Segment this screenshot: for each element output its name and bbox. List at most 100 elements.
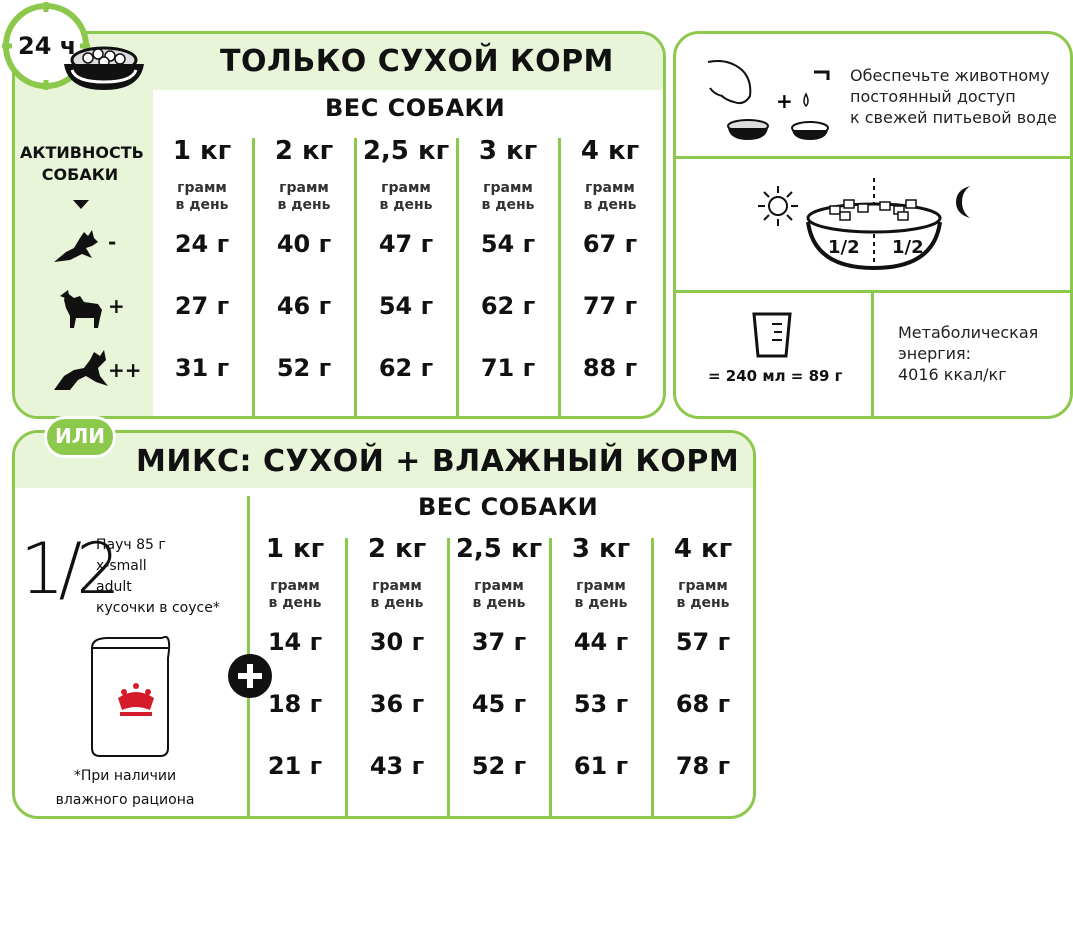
unit-line1: грамм	[474, 578, 524, 594]
mix-weight-3: 2,5 кг	[455, 534, 543, 564]
unit-line1: грамм	[372, 578, 422, 594]
dry-weight-4: 3 кг	[478, 136, 538, 166]
pouch-text-line: adult	[96, 579, 132, 595]
footnote: *При наличии влажного рациона	[30, 764, 220, 812]
dry-col-divider	[252, 138, 255, 418]
unit-line2: в день	[268, 595, 322, 611]
unit-line2: в день	[379, 197, 433, 213]
cup-text: = 240 мл = 89 г	[708, 367, 843, 385]
half-right: 1/2	[892, 237, 924, 258]
activity-level-high: ++	[108, 358, 142, 382]
pouch-icon	[88, 628, 184, 762]
dry-weight-5: 4 кг	[580, 136, 640, 166]
mix-header-bg	[15, 433, 753, 488]
activity-label: АКТИВНОСТЬ СОБАКИ	[20, 142, 144, 186]
water-text-line: к свежей питьевой воде	[850, 108, 1057, 127]
dry-cell: 88 г	[582, 354, 638, 382]
unit-line2: в день	[175, 197, 229, 213]
dog-running-icon	[50, 346, 108, 396]
dry-col-divider	[558, 138, 561, 418]
dry-cell: 54 г	[480, 230, 536, 258]
dry-col-divider	[456, 138, 459, 418]
mix-weight-2: 2 кг	[367, 534, 427, 564]
mix-col-divider	[651, 538, 654, 818]
dry-cell: 46 г	[276, 292, 332, 320]
mix-cell: 36 г	[369, 690, 425, 718]
footnote-line: *При наличии	[73, 768, 177, 784]
info-divider	[676, 156, 1070, 159]
mix-weight-5: 4 кг	[673, 534, 733, 564]
mix-cell: 18 г	[267, 690, 323, 718]
dog-lying-icon	[52, 228, 104, 268]
dry-cell: 40 г	[276, 230, 332, 258]
dry-cell: 47 г	[378, 230, 434, 258]
dry-title: ТОЛЬКО СУХОЙ КОРМ	[220, 44, 614, 79]
mix-cell: 52 г	[471, 752, 527, 780]
dog-drinking-icon: +	[704, 56, 844, 150]
activity-label-line2: СОБАКИ	[41, 165, 119, 184]
dry-cell: 71 г	[480, 354, 536, 382]
mix-cell: 53 г	[573, 690, 629, 718]
unit-line1: грамм	[279, 180, 329, 196]
mix-cell: 44 г	[573, 628, 629, 656]
pouch-text: Пауч 85 г x-small adult кусочки в соусе*	[96, 535, 220, 619]
unit-line1: грамм	[381, 180, 431, 196]
dry-cell: 52 г	[276, 354, 332, 382]
arrow-down-icon	[73, 200, 89, 209]
moon-icon	[950, 184, 980, 224]
mix-weight-header: ВЕС СОБАКИ	[418, 493, 599, 521]
pouch-text-line: Пауч 85 г	[96, 537, 166, 553]
mix-cell: 57 г	[675, 628, 731, 656]
activity-level-low: -	[108, 230, 117, 254]
unit-line1: грамм	[678, 578, 728, 594]
unit-line2: в день	[472, 595, 526, 611]
mix-cell: 21 г	[267, 752, 323, 780]
dry-weight-2: 2 кг	[274, 136, 334, 166]
half-left: 1/2	[828, 237, 860, 258]
dry-cell: 67 г	[582, 230, 638, 258]
mix-weight-4: 3 кг	[571, 534, 631, 564]
mix-cell: 30 г	[369, 628, 425, 656]
mix-cell: 61 г	[573, 752, 629, 780]
plus-icon	[226, 652, 274, 704]
info-divider	[871, 290, 874, 418]
dry-weight-3: 2,5 кг	[362, 136, 450, 166]
mix-col-divider	[447, 538, 450, 818]
water-text-line: Обеспечьте животному	[850, 66, 1050, 85]
unit-line1: грамм	[270, 578, 320, 594]
mix-cell: 68 г	[675, 690, 731, 718]
dry-cell: 27 г	[174, 292, 230, 320]
activity-level-mid: +	[108, 294, 125, 318]
unit-line1: грамм	[576, 578, 626, 594]
dry-weight-1: 1 кг	[172, 136, 232, 166]
dog-standing-icon	[60, 288, 106, 334]
sun-icon	[756, 184, 800, 232]
mix-weight-1: 1 кг	[265, 534, 325, 564]
water-text-line: постоянный доступ	[850, 87, 1016, 106]
water-text: Обеспечьте животному постоянный доступ к…	[850, 65, 1057, 128]
dry-cell: 62 г	[480, 292, 536, 320]
dry-weight-header: ВЕС СОБАКИ	[325, 94, 506, 122]
unit-line2: в день	[277, 197, 331, 213]
dry-cell: 54 г	[378, 292, 434, 320]
unit-line2: в день	[676, 595, 730, 611]
mix-col-divider	[345, 538, 348, 818]
energy-text: Метаболическая энергия: 4016 ккал/кг	[898, 322, 1038, 385]
mix-cell: 37 г	[471, 628, 527, 656]
energy-text-line: 4016 ккал/кг	[898, 365, 1007, 384]
dry-cell: 62 г	[378, 354, 434, 382]
unit-line2: в день	[574, 595, 628, 611]
mix-half: 1/2	[20, 528, 121, 610]
food-bowl-icon	[58, 46, 150, 100]
mix-cell: 45 г	[471, 690, 527, 718]
unit-line1: грамм	[483, 180, 533, 196]
